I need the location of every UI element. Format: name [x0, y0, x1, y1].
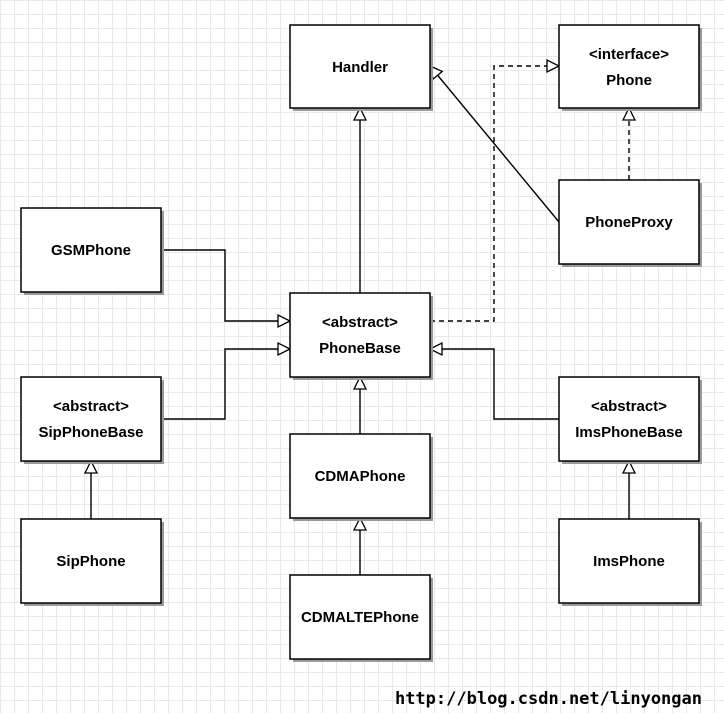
class-stereotype: <abstract> [591, 398, 667, 415]
class-box-phoneproxy[interactable]: PhoneProxy [558, 179, 702, 267]
edge-cdmaphone-to-phonebase [352, 375, 368, 434]
class-name: PhoneProxy [585, 214, 673, 231]
edge-line [161, 249, 290, 322]
box-border [558, 518, 700, 604]
class-box-phonebase[interactable]: <abstract> PhoneBase [289, 292, 433, 380]
class-stereotype: <abstract> [322, 314, 398, 331]
hollow-triangle-arrowhead [83, 459, 99, 474]
box-border [20, 518, 162, 604]
box-border [289, 24, 431, 109]
class-box-gsmphone[interactable]: GSMPhone [20, 207, 164, 295]
edge-phonebase-to-handler [352, 106, 368, 293]
box-border [20, 376, 162, 462]
class-name: CDMAPhone [315, 468, 406, 485]
class-name: GSMPhone [51, 242, 131, 259]
edge-line [430, 65, 559, 322]
class-name: SipPhoneBase [38, 424, 143, 441]
hollow-triangle-arrowhead [352, 375, 368, 390]
class-box-cdmaphone[interactable]: CDMAPhone [289, 433, 433, 521]
class-name: ImsPhoneBase [575, 424, 683, 441]
edge-line [430, 348, 559, 420]
edge-phonebase-to-phone [430, 58, 561, 322]
hollow-triangle-arrowhead [428, 341, 443, 357]
hollow-triangle-arrowhead [352, 106, 368, 121]
edge-line [429, 65, 560, 223]
edge-phoneproxy-to-handler [429, 64, 560, 223]
edge-imsphone-to-imsphonebase [621, 459, 637, 519]
class-box-phone[interactable]: <interface> Phone [558, 24, 702, 111]
class-box-imsphonebase[interactable]: <abstract> ImsPhoneBase [558, 376, 702, 464]
hollow-triangle-arrowhead [352, 516, 368, 531]
class-name: ImsPhone [593, 553, 665, 570]
class-box-cdmaltephone[interactable]: CDMALTEPhone [289, 574, 433, 662]
class-name: SipPhone [56, 553, 125, 570]
box-border [558, 376, 700, 462]
hollow-triangle-arrowhead [277, 313, 292, 329]
class-name: Phone [606, 72, 652, 89]
class-box-sipphonebase[interactable]: <abstract> SipPhoneBase [20, 376, 164, 464]
edge-imsphonebase-to-phonebase [428, 341, 559, 420]
class-stereotype: <abstract> [53, 398, 129, 415]
box-border [289, 292, 431, 378]
nodes-layer: Handler <interface> PhonePhoneProxyGSMPhon… [20, 24, 702, 662]
box-border [558, 24, 700, 109]
hollow-triangle-arrowhead [621, 459, 637, 474]
hollow-triangle-arrowhead [546, 58, 561, 74]
class-name: PhoneBase [319, 340, 401, 357]
edge-sipphone-to-sipphonebase [83, 459, 99, 519]
class-box-imsphone[interactable]: ImsPhone [558, 518, 702, 606]
class-stereotype: <interface> [589, 46, 669, 63]
edge-gsmphone-to-phonebase [161, 249, 292, 329]
class-name: CDMALTEPhone [301, 609, 419, 626]
box-border [289, 574, 431, 660]
class-name: Handler [332, 59, 388, 76]
edge-sipphonebase-to-phonebase [161, 341, 292, 420]
edges-layer [83, 58, 637, 575]
edge-phoneproxy-to-phone [621, 106, 637, 180]
hollow-triangle-arrowhead [621, 106, 637, 121]
box-border [558, 179, 700, 265]
edge-line [161, 348, 290, 420]
class-box-sipphone[interactable]: SipPhone [20, 518, 164, 606]
edge-cdmaltephone-to-cdmaphone [352, 516, 368, 575]
box-border [289, 433, 431, 519]
watermark-text: http://blog.csdn.net/linyongan [394, 689, 702, 709]
class-box-handler[interactable]: Handler [289, 24, 433, 111]
hollow-triangle-arrowhead [277, 341, 292, 357]
box-border [20, 207, 162, 293]
